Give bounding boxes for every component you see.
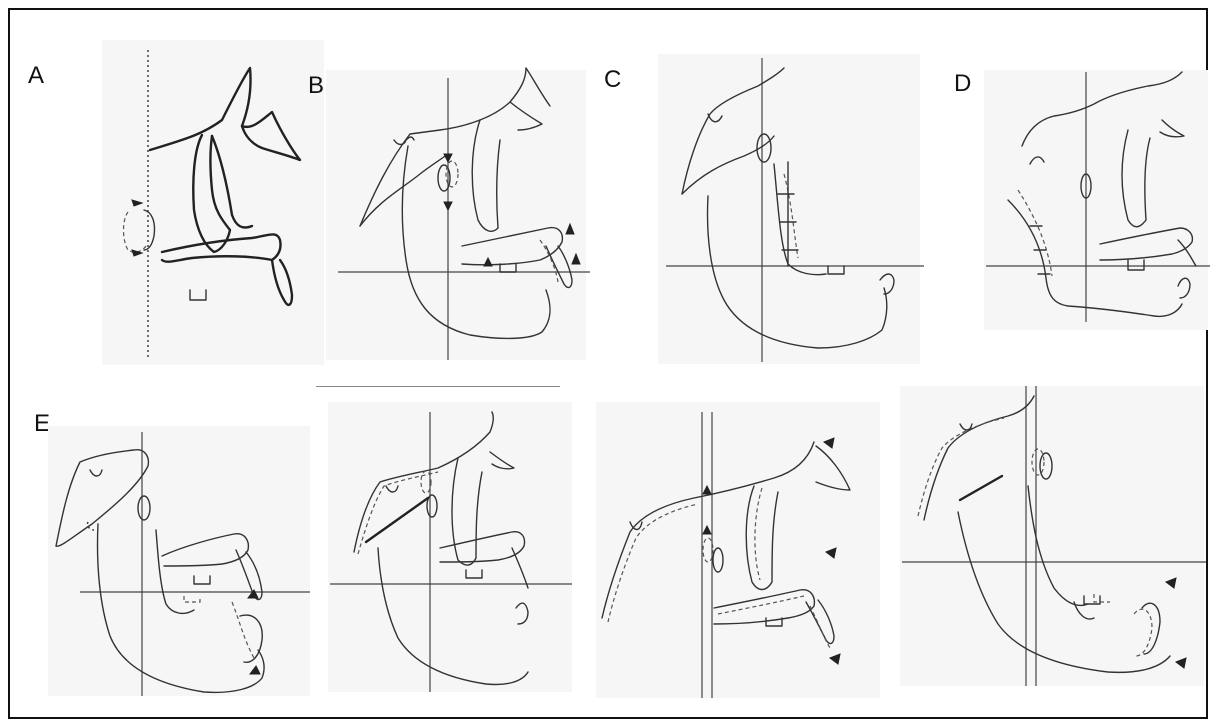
panel-label-a: A: [28, 64, 44, 88]
panel-h-tracing: [898, 382, 1208, 692]
panel-f-tracing: [326, 402, 576, 702]
panel-b-tracing: [320, 50, 600, 370]
panel-label-c: C: [604, 68, 621, 92]
panel-a-tracing: [102, 40, 332, 370]
separator-rule: [316, 386, 560, 387]
figure-frame: A B: [8, 8, 1208, 719]
panel-c-tracing: [648, 44, 928, 374]
panel-label-d: D: [954, 72, 971, 96]
panel-d-tracing: [978, 50, 1218, 350]
panel-g-tracing: [594, 402, 884, 702]
panel-e-tracing: [44, 426, 314, 706]
